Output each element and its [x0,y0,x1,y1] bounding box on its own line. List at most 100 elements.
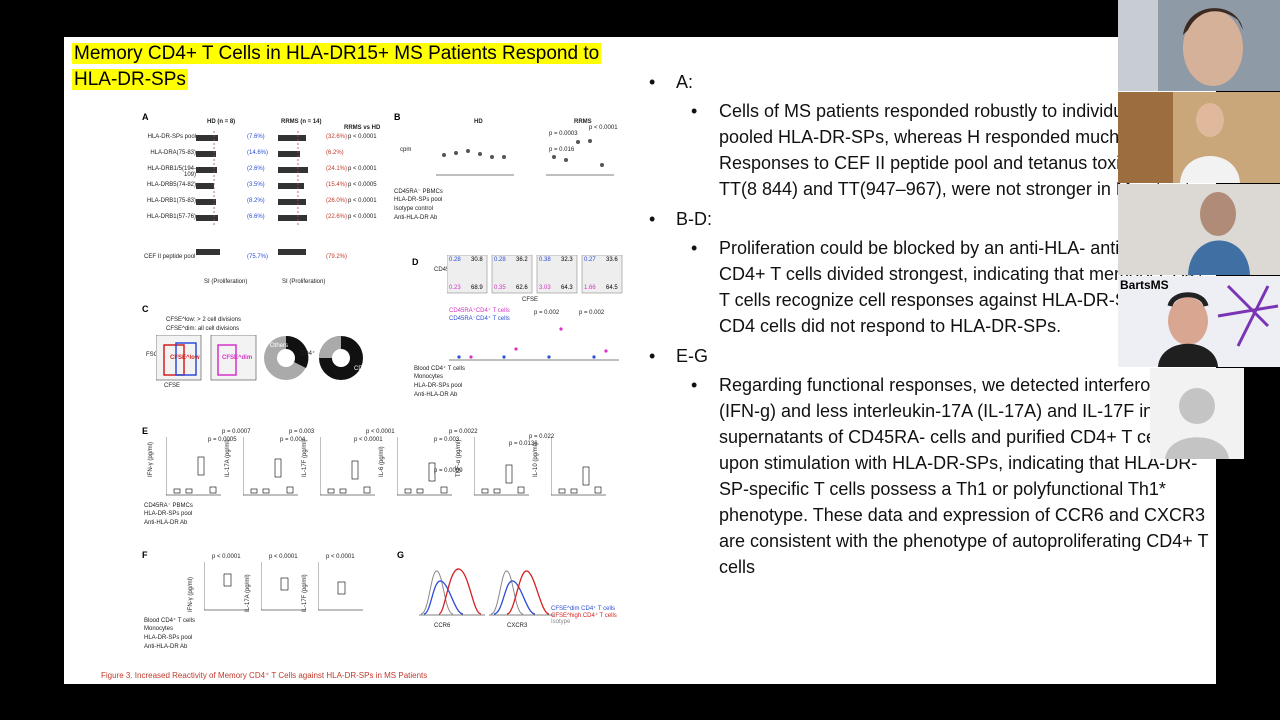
panel-g-histograms [419,568,555,616]
video-tile-2[interactable] [1118,92,1280,183]
panel-a-pval: p < 0.0005 [348,182,377,188]
panel-g-legend-2: CFSE^high CD4⁺ T cells [551,613,617,619]
panel-e-ylabel: IFN-γ (pg/ml) [148,442,154,477]
panel-b-rrms: RRMS [574,119,592,125]
bullet-a-text: Cells of MS patients responded robustly … [649,98,1209,202]
panel-a-label: A [142,112,149,122]
panel-e-row-label: Anti-HLA-DR Ab [144,520,188,526]
panel-a-pval: p < 0.0001 [348,134,377,140]
panel-d-value: 64.5 [606,285,618,291]
panel-d-value: 0.23 [449,285,461,291]
panel-b-label: B [394,112,401,122]
panel-d-pval-2: p = 0.002 [579,310,605,316]
panel-a-cef-row: CEF II peptide pool [144,254,196,260]
panel-c-label: C [142,304,149,314]
panel-d-pval-1: p = 0.002 [534,310,560,316]
panel-d-value: 32.3 [561,257,573,263]
participant-video-3 [1118,184,1280,275]
panel-a-row-label: HLA-DRB1(75-83) [146,198,196,204]
panel-a-hd-pct: (7.6%) [247,134,265,140]
panel-f-boxplot [204,562,249,611]
panel-f-row-label: Monocytes [144,626,174,632]
video-tile-5[interactable] [1150,368,1244,459]
panel-f-row-label: HLA-DR-SPs pool [144,635,193,641]
panel-f-ylabel: IL-17F (pg/ml) [302,574,308,612]
avatar-placeholder-icon [1165,388,1229,459]
figure-3: A HD (n = 8) RRMS (n = 14) RRMS vs HD CE… [104,107,624,684]
panel-e-boxplot [397,437,452,496]
bullet-eg-text: Regarding functional responses, we detec… [649,372,1209,580]
panel-c-pie-cd4: CD4⁺ [300,351,316,357]
panel-e-pval: p = 0.0009 [434,468,463,474]
panel-e-boxplot [474,437,529,496]
panel-f-row-label: Blood CD4⁺ T cells [144,618,195,624]
panel-a-hd-pct: (6.6%) [247,214,265,220]
panel-d-flow [447,255,623,294]
panel-a-comparison: RRMS vs HD [344,125,381,131]
video-tile-1[interactable] [1118,0,1280,91]
panel-a-hd-pct: (3.5%) [247,182,265,188]
slide-title: Memory CD4+ T Cells in HLA-DR15+ MS Pati… [72,41,602,93]
panel-e-pval: p = 0.0136 [509,441,538,447]
panel-e-boxplot [551,437,606,496]
panel-f-pval: p < 0.0001 [212,554,241,560]
panel-f-ylabel: IFN-γ (pg/ml) [188,577,194,612]
panel-e-pval: p = 0.0007 [222,429,251,435]
panel-b-row-label: Anti-HLA-DR Ab [394,215,438,221]
panel-d-row-label: Monocytes [414,374,444,380]
panel-g-xlabel-ccr6: CCR6 [434,623,451,629]
panel-c-axis-fsc: FSC-H [146,352,165,358]
panel-a-cef-rrms: (79.2%) [326,254,348,260]
panel-e-ylabel: IL-10 (pg/ml) [533,442,539,477]
panel-d-value: 62.6 [516,285,528,291]
panel-b-row-label: HLA-DR-SPs pool [394,197,443,203]
panel-b-plot [436,139,614,176]
panel-a-rrms-pct: (32.6%) [326,134,348,140]
panel-b-row-label: Isotype control [394,206,434,212]
panel-d-value: 0.28 [494,257,506,263]
slide-title-line2: HLA-DR-SPs [72,69,188,90]
panel-b-hd: HD [474,119,483,125]
panel-d-value: 1.66 [584,285,596,291]
panel-d-value: 64.3 [561,285,573,291]
panel-a-hd-pct: (8.2%) [247,198,265,204]
panel-a-rrms-pct: (24.1%) [326,166,348,172]
bullet-list: A: Cells of MS patients responded robust… [649,67,1209,584]
panel-e-pval: p = 0.003 [289,429,315,435]
panel-f-label: F [142,550,148,560]
panel-c-gate-dim: CFSE^dim [222,355,253,361]
panel-d-row-label: Blood CD4⁺ T cells [414,366,465,372]
panel-b-pval-1: p = 0.0003 [549,131,578,137]
panel-d-value: 0.38 [539,257,551,263]
panel-a-xaxis-rrms: SI (Proliferation) [282,279,326,285]
panel-c-legend-1: CFSE^low: > 2 cell divisions [166,317,242,323]
participant-video-1 [1118,0,1280,91]
panel-g-label: G [397,550,405,560]
video-tile-4[interactable]: BartsMS [1118,276,1280,367]
panel-e-pval: p = 0.022 [529,434,555,440]
panel-a-pval: p < 0.0001 [348,166,377,172]
panel-e-pval: p < 0.0001 [354,437,383,443]
panel-c-legend-2: CFSE^dim: all cell divisions [166,326,240,332]
panel-d-value: 33.6 [606,257,618,263]
panel-a-pval: p < 0.0001 [348,198,377,204]
panel-e-boxplot [320,437,375,496]
bullet-bd-text: Proliferation could be blocked by an ant… [649,235,1209,339]
panel-a-rrms-pct: (15.4%) [326,182,348,188]
panel-a-rrms-pct: (6.2%) [326,150,344,156]
panel-b-pval-3: p = 0.016 [549,147,575,153]
panel-d-legend-2: CD45RA⁻CD4⁺ T cells [449,316,510,322]
panel-e-boxplot [166,437,221,496]
panel-e-row-label: CD45RA⁻ PBMCs [144,503,193,509]
panel-e-pval: p = 0.0005 [208,437,237,443]
panel-a-rrms-pct: (22.6%) [326,214,348,220]
panel-d-value: 0.27 [584,257,596,263]
panel-a-row-label: HLA-DRB5(74-82) [146,182,196,188]
video-tile-3[interactable] [1118,184,1280,275]
panel-d-row-label: HLA-DR-SPs pool [414,383,463,389]
bullet-bd-label: B-D: [649,206,1209,232]
panel-c-axis-cfse: CFSE [164,383,181,389]
panel-d-value: 3.03 [539,285,551,291]
panel-e-pval: p < 0.0001 [366,429,395,435]
panel-f-row-label: Anti-HLA-DR Ab [144,644,188,650]
